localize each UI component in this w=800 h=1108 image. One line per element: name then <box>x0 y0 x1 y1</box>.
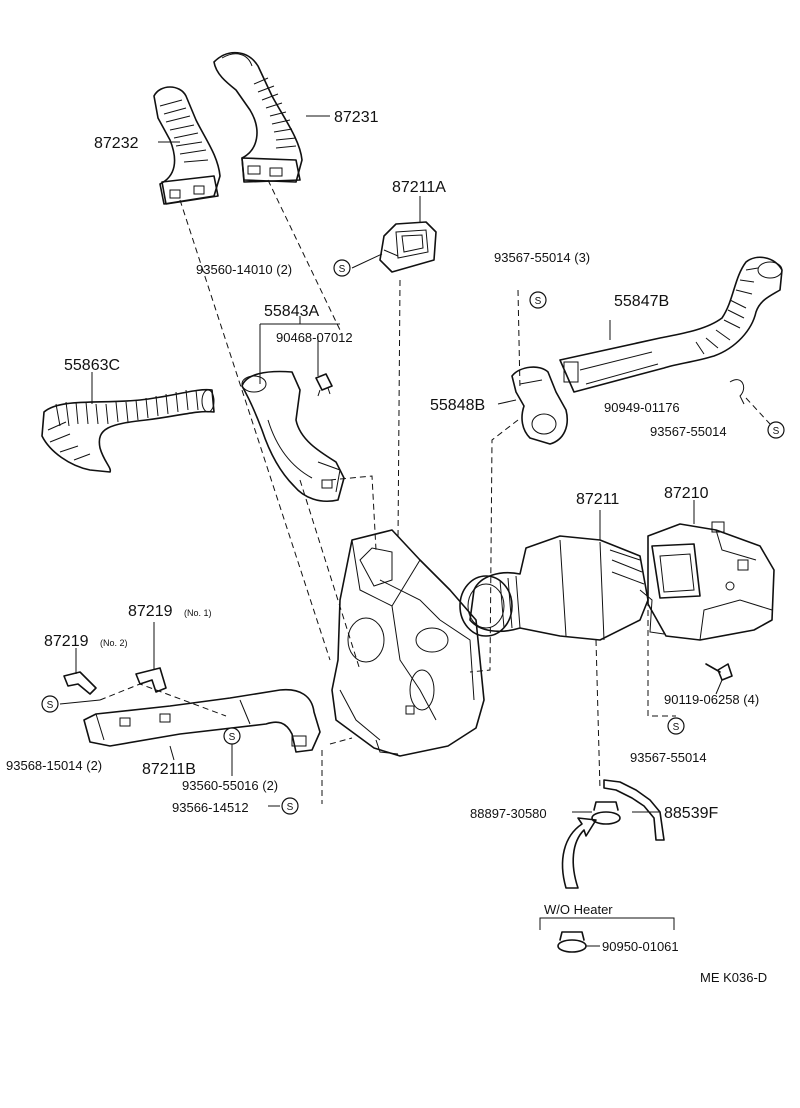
svg-text:S: S <box>229 732 236 743</box>
label-87219-no2: 87219 <box>44 633 89 650</box>
label-87210: 87210 <box>664 485 709 502</box>
assembly-lines <box>99 179 771 804</box>
label-87219-no1: 87219 <box>128 603 173 620</box>
label-93567-55014-a: 93567-55014 <box>650 424 727 439</box>
label-93567-55014-3: 93567-55014 (3) <box>494 250 590 265</box>
label-55848B: 55848B <box>430 397 485 414</box>
bolt-90119-06258 <box>705 663 733 681</box>
clip-87219-no2 <box>63 671 97 695</box>
label-87219-no2-sub: (No. 2) <box>100 638 128 648</box>
label-55847B: 55847B <box>614 293 669 310</box>
label-87231: 87231 <box>334 109 379 126</box>
grommet-88897-30580 <box>591 801 621 825</box>
label-88539F: 88539F <box>664 805 718 822</box>
symbol-s-93568-15014: S <box>41 695 59 713</box>
label-88897-30580: 88897-30580 <box>470 806 547 821</box>
label-93560-14010: 93560-14010 (2) <box>196 262 292 277</box>
label-87219-no1-sub: (No. 1) <box>184 608 212 618</box>
svg-text:S: S <box>339 264 346 275</box>
label-93560-55016: 93560-55016 (2) <box>182 778 278 793</box>
heater-case <box>331 529 485 757</box>
hose-55847B <box>559 256 783 393</box>
label-93566-14512: 93566-14512 <box>172 800 249 815</box>
case-87210 <box>639 521 775 641</box>
symbol-s-93567-55014-3: S <box>529 291 547 309</box>
symbol-s-93567-55014-b: S <box>667 717 685 735</box>
label-55863C: 55863C <box>64 357 120 374</box>
svg-text:S: S <box>673 722 680 733</box>
duct-55848B <box>511 366 568 445</box>
label-87232: 87232 <box>94 135 139 152</box>
label-87211A: 87211A <box>392 179 446 196</box>
duct-55843A <box>241 370 345 502</box>
symbol-s-93560-14010: S <box>333 259 351 277</box>
label-93567-55014-b: 93567-55014 <box>630 750 707 765</box>
svg-text:S: S <box>535 296 542 307</box>
label-wo-heater: W/O Heater <box>544 902 613 917</box>
label-90949-01176: 90949-01176 <box>604 400 680 415</box>
symbol-s-93567-55014-a: S <box>767 421 785 439</box>
label-87211B: 87211B <box>142 761 196 778</box>
diagram-code: ME K036-D <box>700 970 767 985</box>
pipe-88539F <box>603 779 665 841</box>
label-87211: 87211 <box>576 491 619 508</box>
duct-87211B <box>83 688 321 753</box>
grommet-90950-01061 <box>557 931 587 953</box>
arrow-to-grommet <box>561 817 597 889</box>
part-labels: 87231 87232 87211A 93560-14010 (2) 55843… <box>6 109 767 985</box>
hose-55863C <box>41 388 215 473</box>
svg-text:S: S <box>773 426 780 437</box>
symbol-s-93566-14512: S <box>281 797 299 815</box>
duct-87211A <box>379 221 437 273</box>
label-55843A: 55843A <box>264 303 319 320</box>
hose-87232 <box>153 86 221 205</box>
label-90950-01061: 90950-01061 <box>602 939 679 954</box>
symbol-s-93560-55016: S <box>223 727 241 745</box>
clip-90468-07012 <box>315 373 333 397</box>
leader-lines <box>59 115 723 947</box>
label-93568-15014: 93568-15014 (2) <box>6 758 102 773</box>
svg-text:S: S <box>287 802 294 813</box>
clip-90949-01176 <box>729 379 745 405</box>
svg-text:S: S <box>47 700 54 711</box>
label-90119-06258: 90119-06258 (4) <box>664 692 759 707</box>
duct-87211 <box>459 535 649 641</box>
label-90468-07012: 90468-07012 <box>276 330 353 345</box>
hose-87231 <box>213 51 303 183</box>
